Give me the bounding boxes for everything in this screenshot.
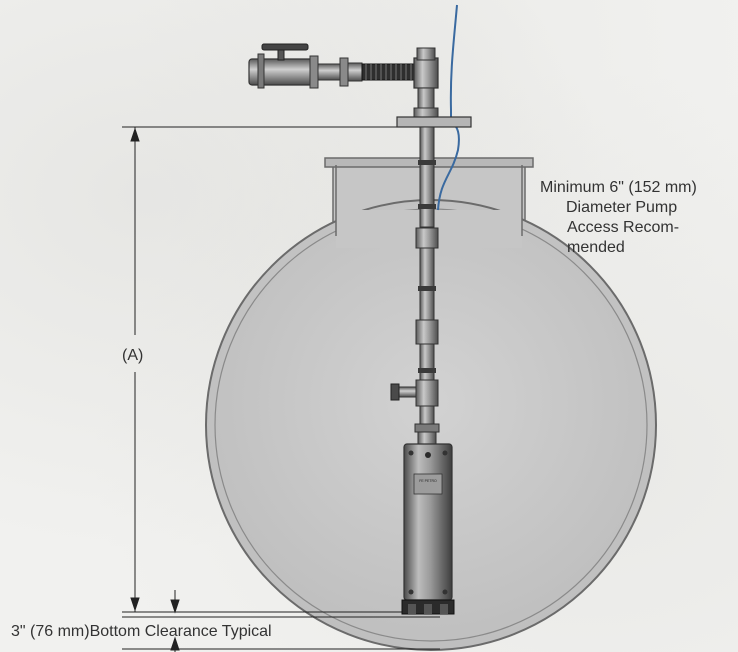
bottom-clearance-label: 3" (76 mm)Bottom Clearance Typical [11,623,272,640]
pump-access-line3: Access Recom- [567,219,680,236]
flex-hose-icon [361,63,415,81]
side-port-valve-icon [390,383,417,401]
pump-nameplate [413,473,443,495]
pump-brand-text: FE PETRO [419,479,437,483]
lever-valve-icon [261,43,309,61]
pump-flange [396,116,472,128]
pump-access-note: Minimum 6" (152 mm) Diameter Pump Access… [540,178,738,258]
pump-access-line1: Minimum 6" (152 mm) [540,179,697,196]
dimension-lines [122,126,440,652]
submersible-pump: FE PETRO [401,443,455,615]
pump-access-line4: mended [567,239,625,256]
discharge-piping [248,43,439,119]
pump-column [390,126,440,445]
dimension-a-label: (A) [122,347,144,364]
pump-access-line2: Diameter Pump [566,199,678,216]
